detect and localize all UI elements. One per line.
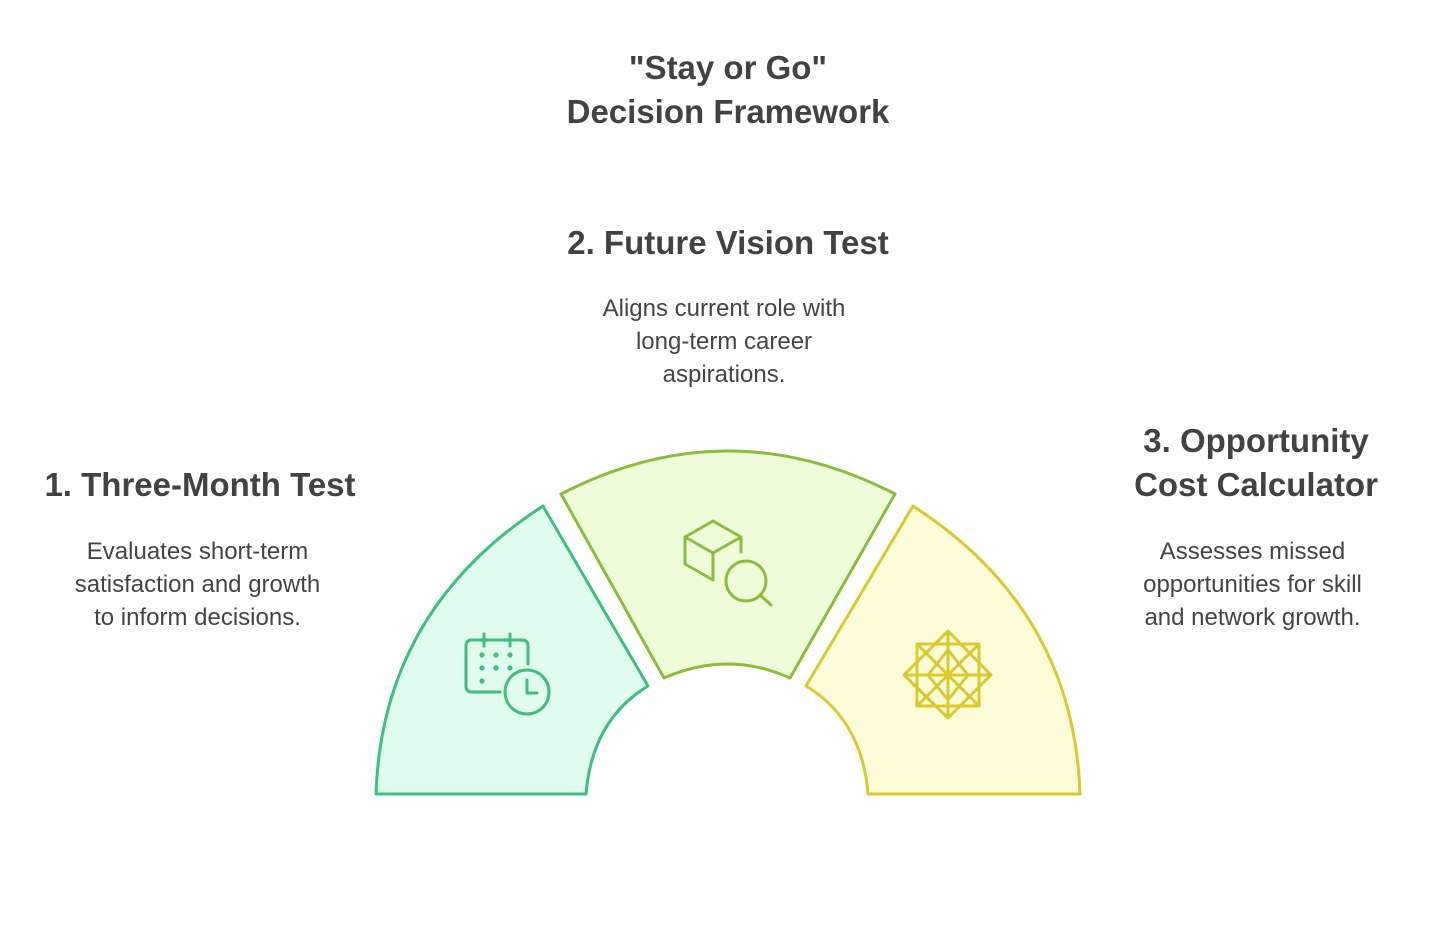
segment-3 <box>804 504 1082 796</box>
item-2-heading: 2. Future Vision Test <box>567 224 889 261</box>
item-3-description: Assesses missed opportunities for skill … <box>1143 538 1362 631</box>
item-1-heading: 1. Three-Month Test <box>44 466 356 503</box>
segment-1 <box>374 504 650 796</box>
calendar-dots <box>479 652 513 684</box>
item-2-description: Aligns current role with long-term caree… <box>602 295 846 388</box>
cube-search-icon <box>683 519 773 607</box>
geometric-star-icon <box>902 629 993 720</box>
item-3-heading: 3. Opportunity Cost Calculator <box>1134 422 1378 503</box>
title-line-1: "Stay or Go" <box>628 49 828 86</box>
item-1-description: Evaluates short-term satisfaction and gr… <box>74 538 321 631</box>
calendar-clock-icon <box>464 632 551 716</box>
segment-2 <box>559 449 897 680</box>
diagram-title: "Stay or Go" Decision Framework <box>428 46 1028 134</box>
title-line-2: Decision Framework <box>566 93 890 130</box>
